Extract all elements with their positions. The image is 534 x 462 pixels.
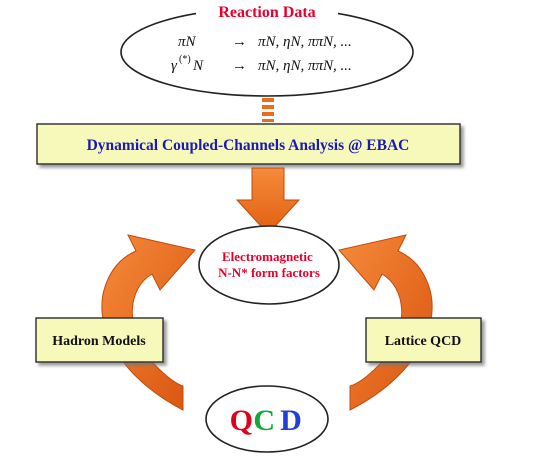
form-factors-ellipse bbox=[198, 225, 340, 305]
hadron-models-label: Hadron Models bbox=[52, 334, 146, 349]
qcd-ellipse bbox=[205, 385, 329, 453]
analysis-box bbox=[36, 123, 461, 165]
striped-connector-arrow bbox=[262, 98, 274, 122]
reaction-line-2: γ (*) N → πN, ηN, ππN, ... bbox=[171, 50, 352, 74]
reaction-line-1: πN → πN, ηN, ππN, ... bbox=[178, 34, 352, 50]
reaction-data-title: Reaction Data bbox=[218, 4, 315, 21]
form-factors-label: Electromagnetic N-N* form factors bbox=[218, 249, 320, 280]
lattice-qcd-label: Lattice QCD bbox=[385, 334, 462, 349]
qcd-label: Q C D bbox=[230, 404, 302, 437]
lattice-qcd-box bbox=[365, 317, 482, 363]
hadron-models-box bbox=[35, 317, 164, 363]
analysis-box-label: Dynamical Coupled-Channels Analysis @ EB… bbox=[87, 137, 410, 154]
down-arrow-icon bbox=[235, 167, 301, 235]
